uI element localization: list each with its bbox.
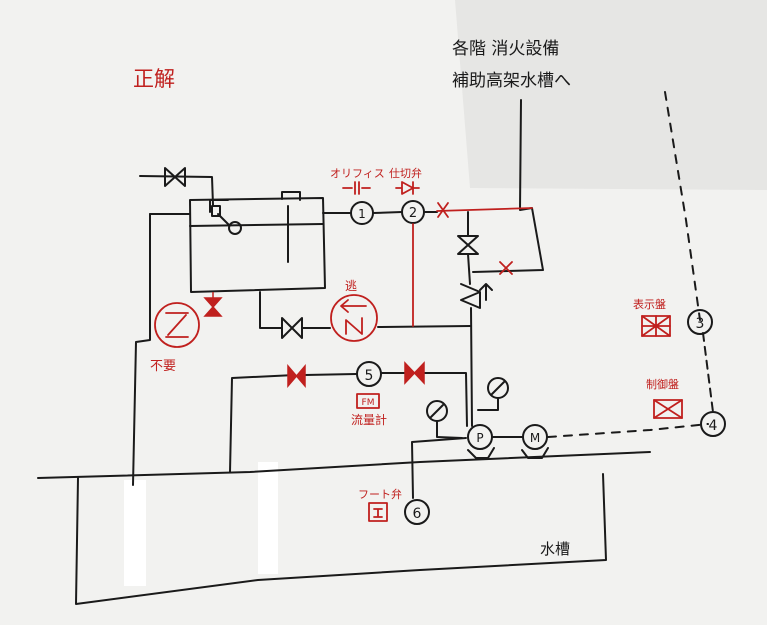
pressure-gauge-pump-needle xyxy=(477,381,505,411)
control-board-cross xyxy=(653,399,683,419)
header-note-line1: 各階 消火設備 xyxy=(452,39,559,59)
left-riser xyxy=(132,213,151,486)
red-text: 正解 オリフィス 仕切弁 不要 逃 FM 流量計 フート弁 表示盤 制御盤 xyxy=(133,67,679,501)
red-valve-flow-right xyxy=(404,361,425,385)
water-tank-outline xyxy=(75,473,607,605)
label-orifice: オリフィス xyxy=(330,167,385,180)
ink-text: 各階 消火設備 補助高架水槽へ 1 2 3 4 5 6 P M 水槽 xyxy=(358,39,717,558)
label-not-needed: 不要 xyxy=(150,359,176,374)
water-tank-label: 水槽 xyxy=(540,540,570,558)
correction-tape-left xyxy=(124,480,146,586)
check-valve xyxy=(460,283,481,309)
pump-letter: P xyxy=(476,431,483,445)
tank-bottom-pipe xyxy=(259,291,283,329)
riser-lower xyxy=(470,307,473,427)
priming-tank xyxy=(189,197,326,293)
number-1: 1 xyxy=(358,207,366,221)
title-correct-answer: 正解 xyxy=(133,67,175,91)
label-foot-valve: フート弁 xyxy=(358,487,402,501)
link-1-2 xyxy=(372,211,403,214)
alarm-board-cross xyxy=(641,315,671,337)
unneeded-pump-symbol xyxy=(165,312,189,338)
riser-mid xyxy=(467,253,471,285)
number-5: 5 xyxy=(365,368,374,384)
signal-line-3-4 xyxy=(702,332,714,413)
label-control-board: 制御盤 xyxy=(646,377,679,391)
motor-letter: M xyxy=(530,431,540,445)
suction-pipe xyxy=(411,437,467,499)
ball-tap xyxy=(228,221,242,235)
red-valves xyxy=(203,292,425,389)
label-alarm-board: 表示盤 xyxy=(633,297,666,311)
ink-lines xyxy=(37,91,726,605)
relief-valve-symbol xyxy=(340,299,367,335)
tank-water-line xyxy=(189,223,324,227)
circle-4 xyxy=(700,411,726,437)
red-corrections xyxy=(154,181,683,522)
drain-valve xyxy=(281,317,303,339)
foot-valve-box xyxy=(368,502,388,522)
number-2: 2 xyxy=(409,206,417,221)
relief-valve-circle xyxy=(330,294,378,342)
relief-return-pipe xyxy=(377,325,472,328)
flow-test-line-left xyxy=(229,374,296,473)
flow-test-line-right xyxy=(423,372,468,427)
cross-mark-1 xyxy=(437,202,449,218)
foot-valve-symbol xyxy=(373,508,383,518)
header-note-line2: 補助高架水槽へ xyxy=(452,71,571,91)
orifice-symbol xyxy=(342,181,371,195)
red-valve-flow-left xyxy=(287,363,306,389)
circle-5 xyxy=(356,361,382,387)
correction-tape-right xyxy=(258,462,278,574)
signal-line-vertical xyxy=(664,91,701,321)
floor-line xyxy=(37,451,651,479)
label-flow-meter-tag: FM xyxy=(362,398,375,408)
riser-gate-valve xyxy=(457,235,479,255)
label-relief: 逃 xyxy=(345,279,357,293)
makeup-valve xyxy=(164,167,186,187)
flow-test-mid xyxy=(304,372,406,376)
check-valve-symbol xyxy=(395,181,420,195)
control-board-box xyxy=(653,399,683,419)
circle-6 xyxy=(404,499,430,525)
red-valve-tank xyxy=(203,297,223,317)
number-3: 3 xyxy=(696,316,705,332)
cross-mark-2 xyxy=(499,261,513,275)
flow-meter-box xyxy=(356,393,380,409)
header-red xyxy=(436,207,533,212)
number-6: 6 xyxy=(413,506,422,522)
compound-gauge-needle xyxy=(430,404,463,439)
signal-line-dashed xyxy=(547,423,709,438)
label-flow-meter: 流量計 xyxy=(351,412,387,427)
circle-3 xyxy=(687,309,713,335)
unneeded-pump-circle xyxy=(154,302,200,348)
label-gate-valve: 仕切弁 xyxy=(389,166,422,180)
ball-tap-body xyxy=(211,205,221,217)
number-4: 4 xyxy=(709,418,718,434)
tank-top-hat xyxy=(209,191,301,213)
paper-shadow xyxy=(455,0,767,190)
check-arrow xyxy=(479,283,493,301)
